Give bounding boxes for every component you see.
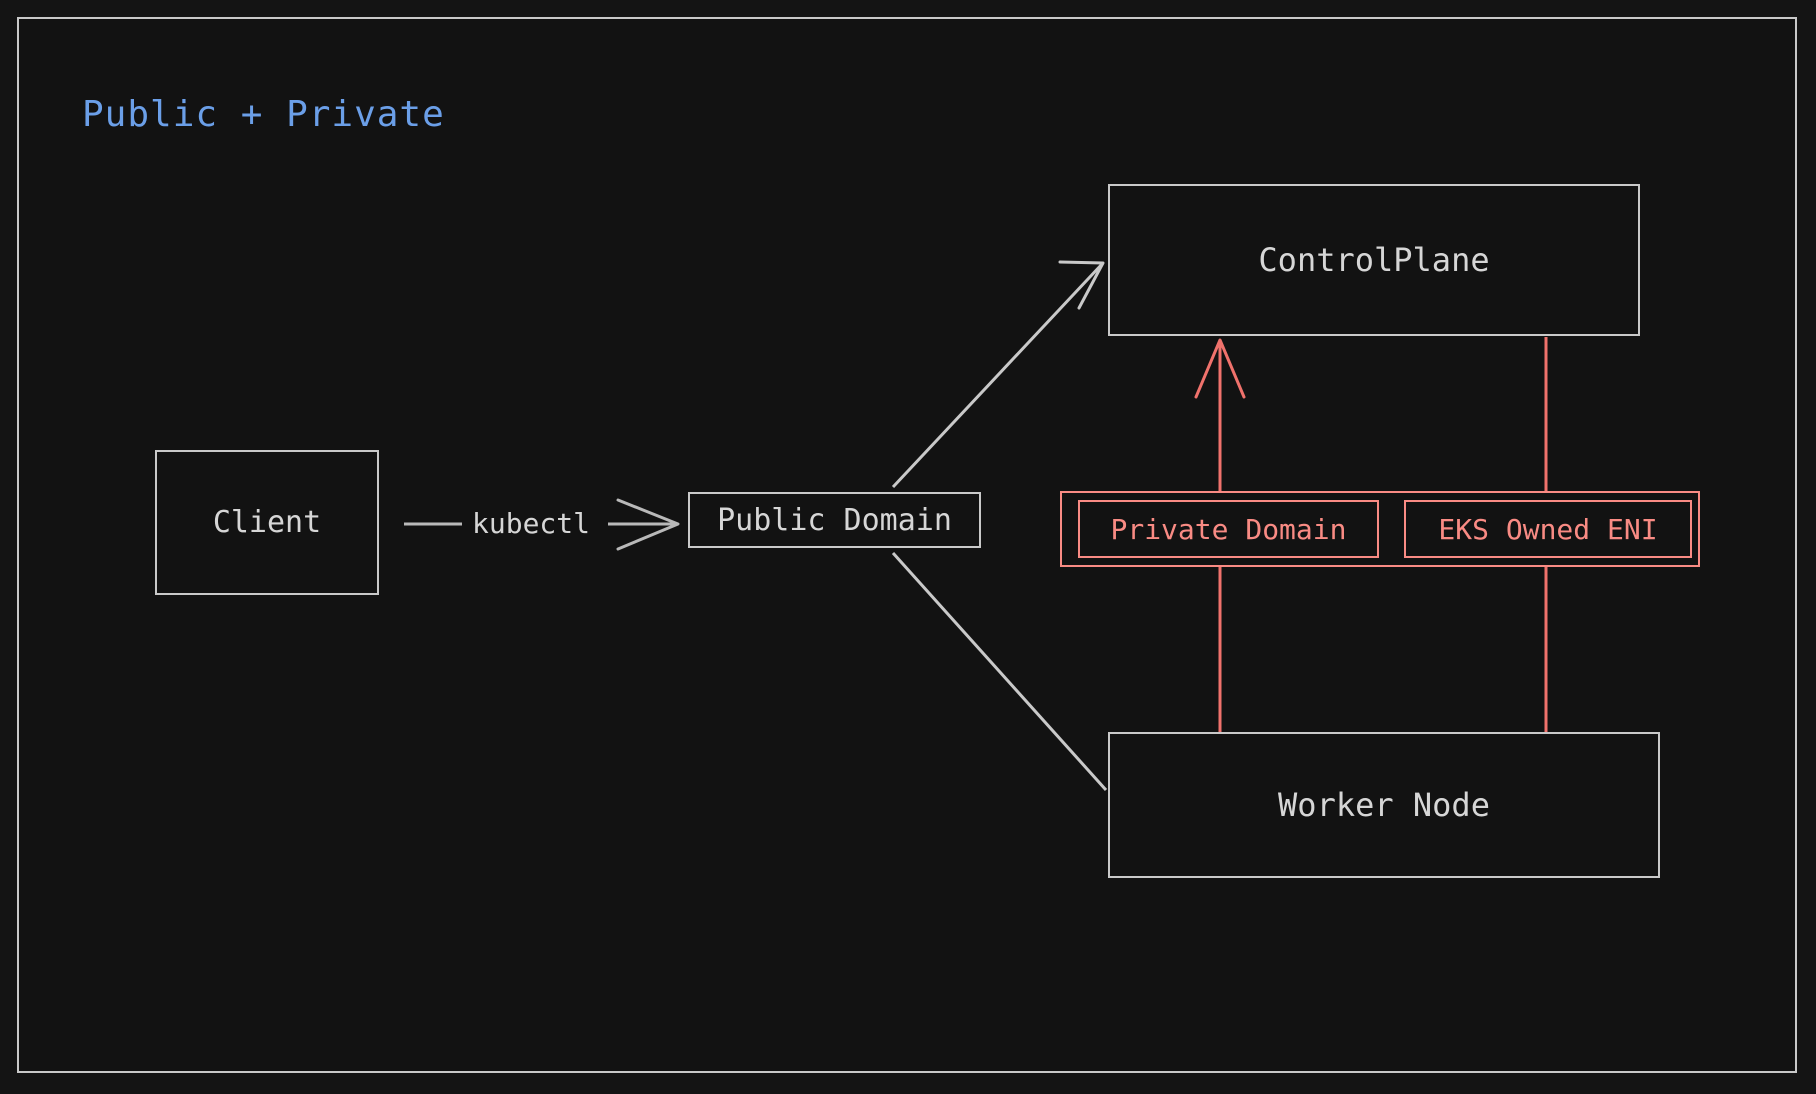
node-eks-owned-eni-label: EKS Owned ENI: [1438, 512, 1658, 546]
node-public-domain[interactable]: Public Domain: [688, 492, 981, 548]
node-worker-node-label: Worker Node: [1278, 786, 1490, 824]
node-control-plane[interactable]: ControlPlane: [1108, 184, 1640, 336]
page-title: Public + Private: [82, 94, 445, 135]
node-control-plane-label: ControlPlane: [1258, 241, 1490, 279]
edge-label-kubectl: kubectl: [472, 507, 591, 540]
node-eks-owned-eni[interactable]: EKS Owned ENI: [1404, 500, 1692, 558]
node-private-domain[interactable]: Private Domain: [1078, 500, 1379, 558]
node-worker-node[interactable]: Worker Node: [1108, 732, 1660, 878]
node-private-domain-label: Private Domain: [1110, 512, 1347, 546]
node-client[interactable]: Client: [155, 450, 379, 595]
node-public-domain-label: Public Domain: [717, 502, 952, 538]
node-client-label: Client: [212, 505, 322, 540]
